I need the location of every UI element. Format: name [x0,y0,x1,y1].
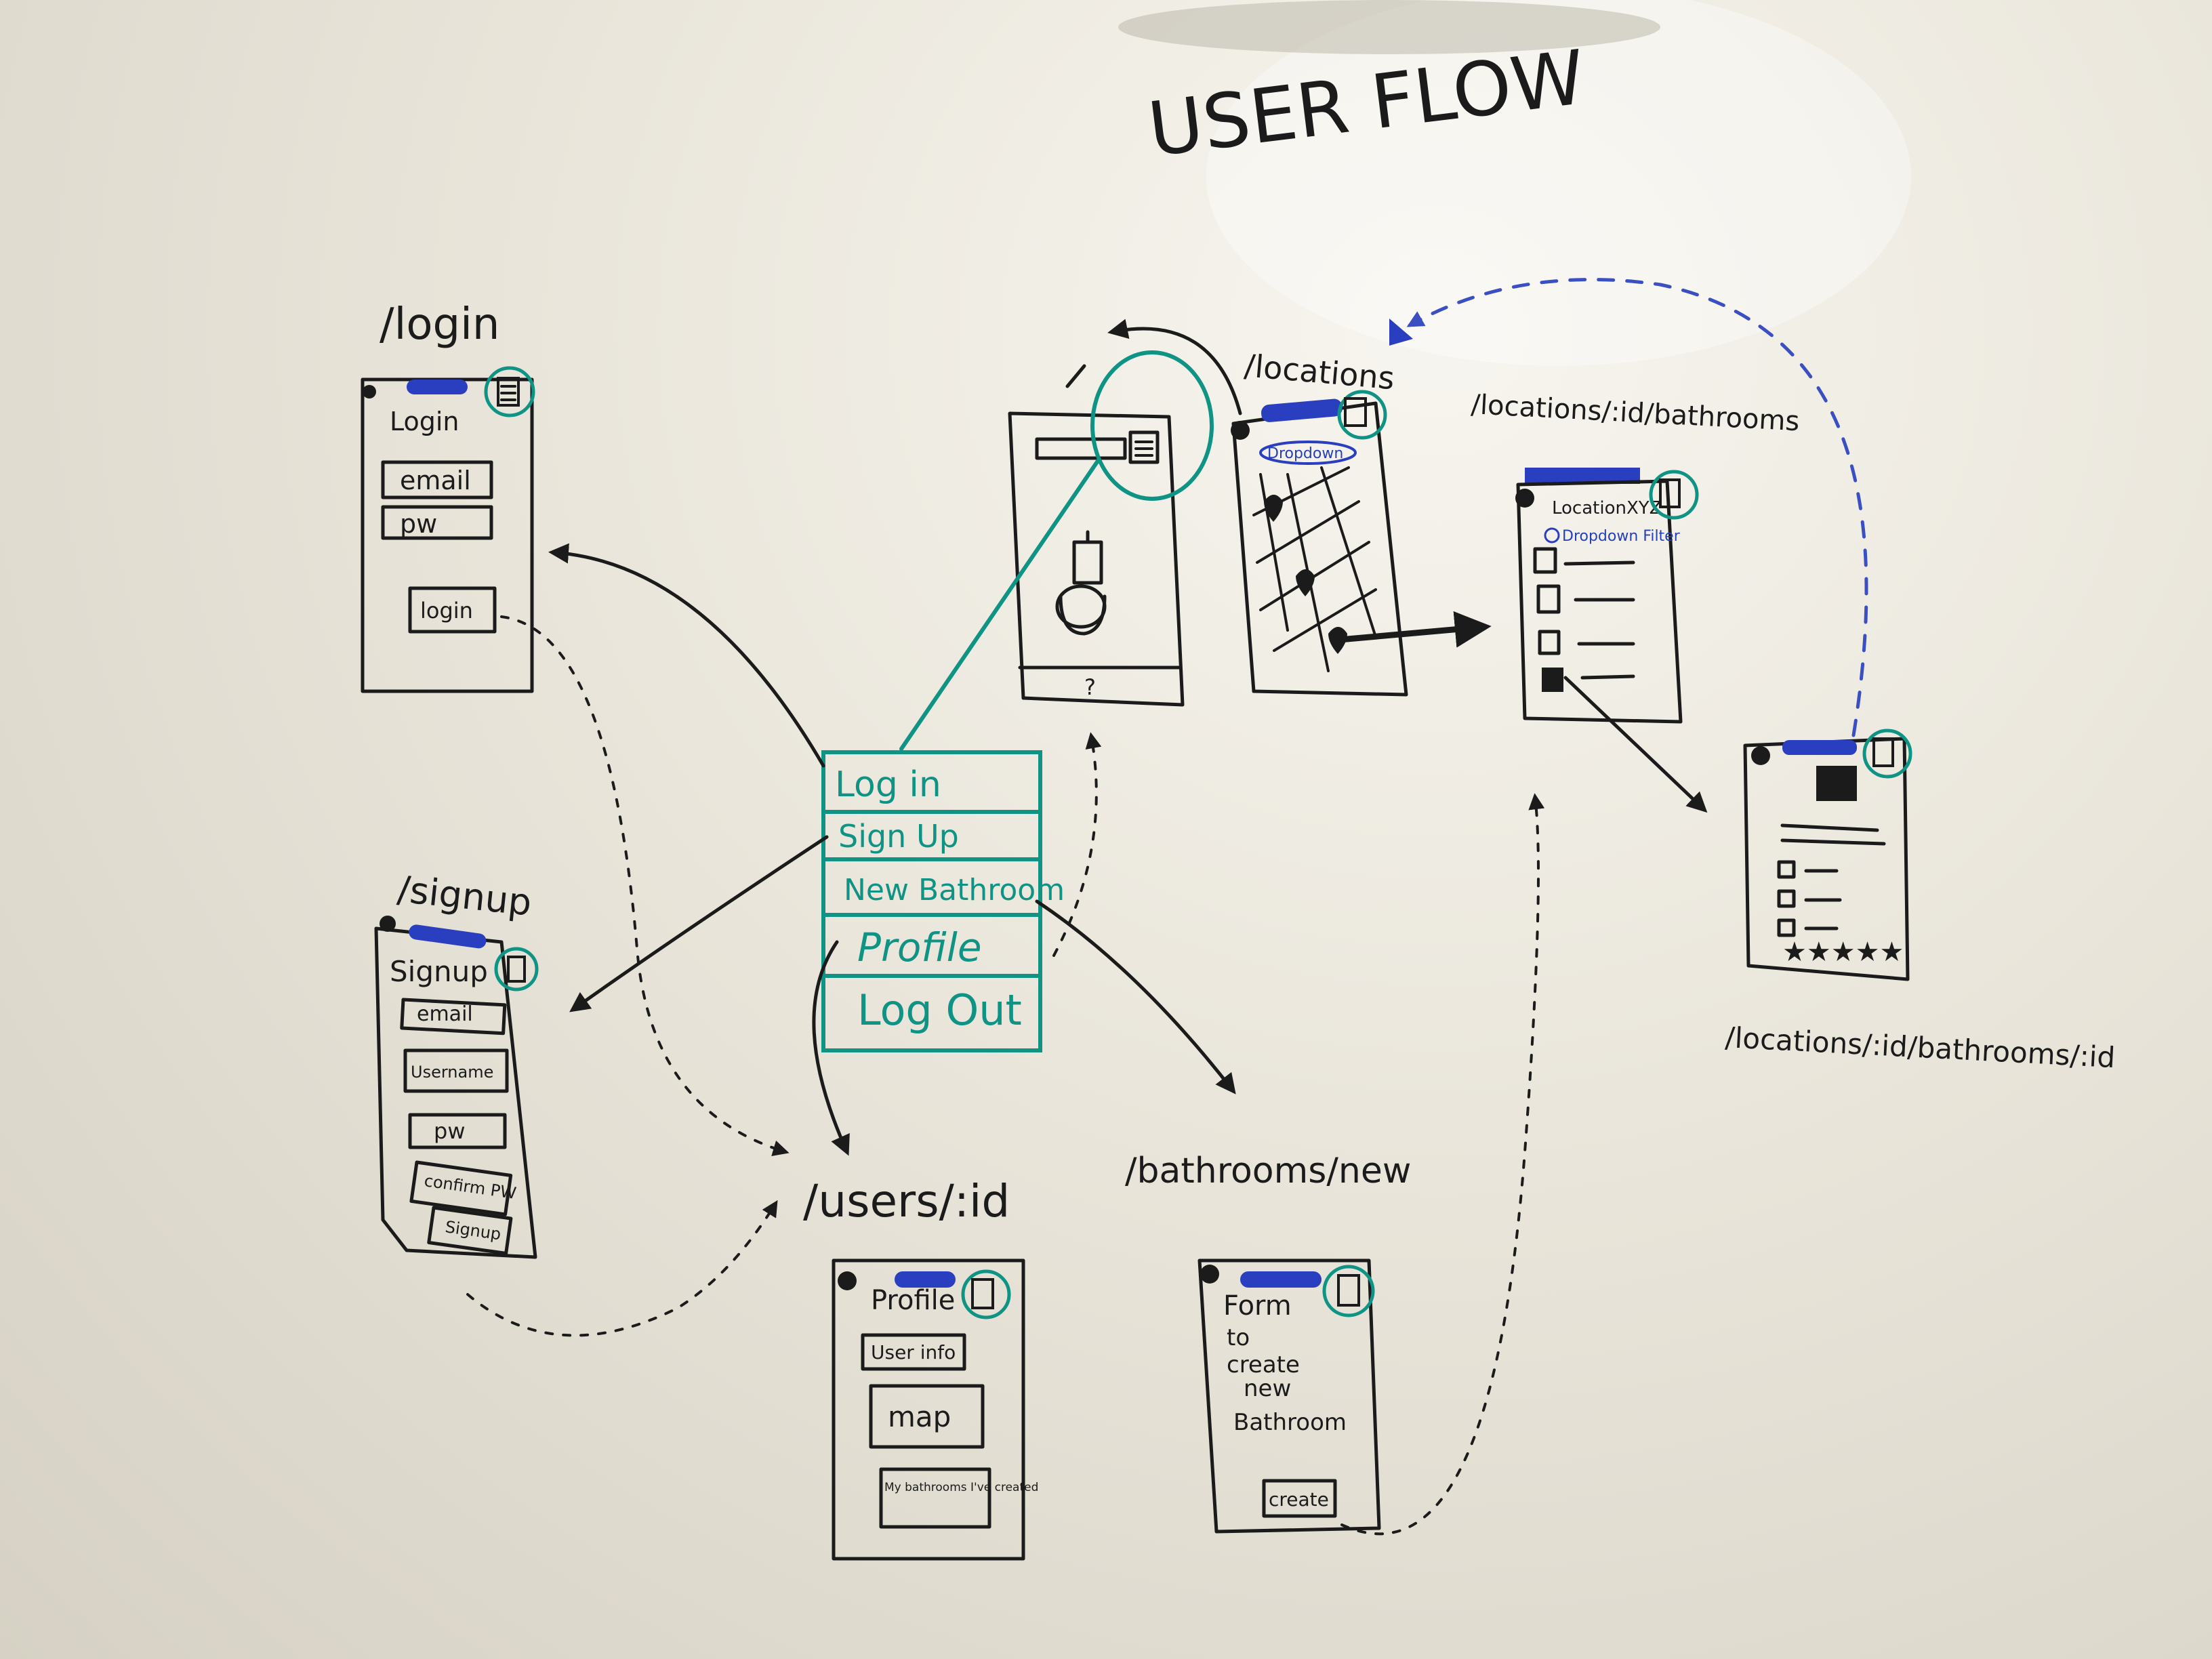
profile-route: /users/:id [803,1175,1010,1227]
new-bathroom-form-line-2: to [1227,1324,1250,1351]
locations-route: /locations [1243,347,1396,396]
login-email-field[interactable]: email [400,466,471,495]
new-bathroom-route: /bathrooms/new [1125,1151,1411,1191]
bathrooms-list-header: LocationXYZ [1552,498,1661,518]
arrow-locations-back [1107,319,1242,415]
login-route: /login [380,300,499,350]
arrow-signup-to-users [466,1200,778,1337]
hamburger-icon[interactable] [1322,1265,1375,1317]
bathrooms-list-filter-dropdown[interactable]: Dropdown Filter [1562,528,1681,545]
arrow-login-to-users [500,615,790,1156]
hamburger-icon[interactable] [961,1269,1011,1319]
arrow-menu-to-home [899,459,1100,751]
menu-item-signup[interactable]: Sign Up [838,818,959,855]
signup-route: /signup [396,867,534,924]
home-footer-help-icon[interactable]: ? [1084,674,1096,700]
login-button[interactable]: login [420,598,473,623]
profile-screen: /users/:id Profile User info map My bath… [803,1175,1038,1561]
home-screen: ? [1008,350,1214,707]
map-pin-icon[interactable] [1264,495,1283,522]
toilet-icon [1055,530,1107,636]
list-item-checkbox[interactable] [1536,584,1561,614]
menu-item-profile[interactable]: Profile [857,924,982,970]
signup-header: Signup [390,955,488,988]
new-bathroom-screen: /bathrooms/new Form to create new Bathro… [1125,1151,1411,1534]
signup-username-field[interactable]: Username [411,1063,493,1082]
signup-email-field[interactable]: email [417,1002,473,1026]
login-screen: /login Login email pw login [361,300,535,693]
signup-screen: /signup Signup email Username pw confirm… [374,867,539,1259]
detail-checkbox[interactable] [1777,860,1796,879]
bathrooms-list-route: /locations/:id/bathrooms [1470,389,1800,437]
list-item-checkbox[interactable] [1538,630,1561,655]
profile-user-info: User info [871,1341,956,1364]
map-pin-icon[interactable] [1296,569,1315,596]
hamburger-icon[interactable] [1337,390,1387,440]
bathroom-photo [1816,766,1857,801]
flow-arrows [466,278,1868,1536]
new-bathroom-form-line-3: create [1227,1351,1300,1378]
detail-checkbox[interactable] [1777,918,1796,937]
rating-stars-icon[interactable]: ★★★★★ [1782,937,1904,968]
profile-my-bathrooms[interactable]: My bathrooms I've created [884,1481,1038,1494]
hamburger-icon[interactable] [1862,729,1912,779]
new-bathroom-form-line-5: Bathroom [1233,1409,1347,1436]
hamburger-icon[interactable] [1649,470,1699,520]
menu-item-logout[interactable]: Log Out [857,985,1022,1035]
login-header: Login [390,407,459,436]
detail-checkbox[interactable] [1777,889,1796,908]
arrow-menu-to-login [548,543,825,768]
arrow-menu-to-signup [569,835,829,1012]
menu-item-new-bathroom[interactable]: New Bathroom [844,873,1065,907]
hamburger-icon[interactable] [494,947,539,991]
new-bathroom-form-line-1: Form [1223,1290,1292,1322]
arrow-bathrooms-to-detail [1563,676,1708,813]
list-item-checkbox-selected[interactable] [1542,668,1563,692]
arrow-menu-to-home-dotted [1052,732,1102,957]
login-pw-field[interactable]: pw [400,509,437,539]
hamburger-icon[interactable] [484,366,535,417]
bathrooms-list-screen: /locations/:id/bathrooms LocationXYZ Dro… [1470,389,1800,724]
hamburger-highlight-icon[interactable] [1090,350,1214,501]
arrow-locations-to-bathrooms [1331,611,1492,648]
arrow-menu-to-new-bathroom [1035,899,1236,1094]
new-bathroom-create-button[interactable]: create [1269,1488,1329,1511]
list-item-checkbox[interactable] [1533,547,1557,574]
signup-button[interactable]: Signup [444,1217,502,1244]
arrow-new-to-bathrooms [1340,793,1545,1536]
menu-item-login[interactable]: Log in [835,764,941,805]
arrow-menu-to-profile [812,940,850,1156]
profile-map[interactable]: map [888,1400,951,1433]
bathroom-detail-route: /locations/:id/bathrooms/:id [1724,1021,2116,1074]
profile-header: Profile [871,1285,955,1316]
new-bathroom-form-line-4: new [1244,1375,1291,1402]
locations-screen: /locations Dropdown [1231,347,1408,697]
locations-dropdown[interactable]: Dropdown [1267,445,1343,462]
svg-text:★★★★★: ★★★★★ [1782,937,1904,968]
nav-menu: Log in Sign Up New Bathroom Profile Log … [821,750,1065,1052]
signup-pw-field[interactable]: pw [434,1118,465,1144]
arrow-detail-to-locations [1406,278,1868,737]
bathroom-detail-screen: ★★★★★ /locations/:id/bathrooms/:id [1724,729,2116,1074]
